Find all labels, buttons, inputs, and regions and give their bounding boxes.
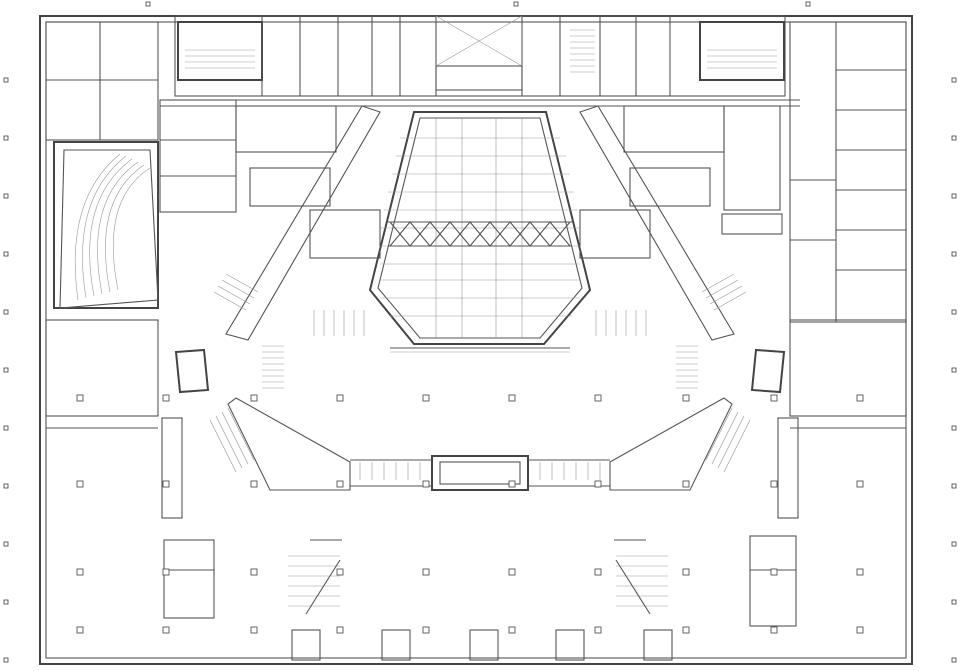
- column: [594, 626, 602, 634]
- column: [162, 626, 170, 634]
- entrance-vestibules: [291, 629, 673, 661]
- west-wing: [45, 21, 237, 429]
- column: [336, 480, 344, 488]
- building-envelope: [39, 15, 913, 665]
- grid-tick: [3, 135, 9, 141]
- column: [422, 480, 430, 488]
- grid-tick: [3, 77, 9, 83]
- column: [162, 480, 170, 488]
- grid-tick: [3, 193, 9, 199]
- column: [422, 568, 430, 576]
- central-hall: [368, 111, 592, 353]
- grid-tick: [951, 483, 957, 489]
- column: [422, 394, 430, 402]
- column: [594, 394, 602, 402]
- grid-tick: [3, 483, 9, 489]
- column: [770, 394, 778, 402]
- diagonal-corridors: [225, 105, 735, 491]
- column: [508, 394, 516, 402]
- structural-columns: [76, 394, 864, 634]
- column: [856, 626, 864, 634]
- grid-tick: [3, 541, 9, 547]
- column: [76, 568, 84, 576]
- column: [770, 480, 778, 488]
- stairs: [209, 273, 751, 615]
- grid-tick: [951, 251, 957, 257]
- grid-tick: [3, 425, 9, 431]
- column: [682, 480, 690, 488]
- column: [856, 480, 864, 488]
- grid-tick: [951, 135, 957, 141]
- grid-tick: [951, 657, 957, 663]
- column: [508, 480, 516, 488]
- grid-tick: [951, 77, 957, 83]
- grid-tick: [951, 425, 957, 431]
- vertical-cores: [161, 348, 799, 627]
- column: [162, 394, 170, 402]
- grid-tick: [951, 367, 957, 373]
- grid-tick: [951, 599, 957, 605]
- column: [336, 568, 344, 576]
- column: [250, 568, 258, 576]
- column: [856, 394, 864, 402]
- column: [76, 394, 84, 402]
- column: [250, 480, 258, 488]
- column: [770, 626, 778, 634]
- column: [336, 394, 344, 402]
- column: [250, 626, 258, 634]
- entrance-bridge: [350, 455, 610, 491]
- grid-markers: [3, 1, 957, 663]
- column: [76, 626, 84, 634]
- column: [422, 626, 430, 634]
- column: [162, 568, 170, 576]
- north-wing-rooms: [160, 15, 800, 107]
- column: [682, 568, 690, 576]
- grid-tick: [3, 657, 9, 663]
- column: [682, 394, 690, 402]
- column: [508, 568, 516, 576]
- column: [856, 568, 864, 576]
- east-wing: [721, 21, 907, 429]
- grid-tick: [805, 1, 811, 7]
- grid-tick: [951, 309, 957, 315]
- column: [770, 568, 778, 576]
- grid-tick: [3, 599, 9, 605]
- column: [594, 568, 602, 576]
- grid-tick: [951, 193, 957, 199]
- grid-tick: [145, 1, 151, 7]
- grid-tick: [951, 541, 957, 547]
- column: [594, 480, 602, 488]
- grid-tick: [513, 1, 519, 7]
- column: [682, 626, 690, 634]
- grid-tick: [3, 367, 9, 373]
- column: [250, 394, 258, 402]
- grid-tick: [3, 309, 9, 315]
- grid-tick: [3, 251, 9, 257]
- column: [76, 480, 84, 488]
- column: [336, 626, 344, 634]
- column: [508, 626, 516, 634]
